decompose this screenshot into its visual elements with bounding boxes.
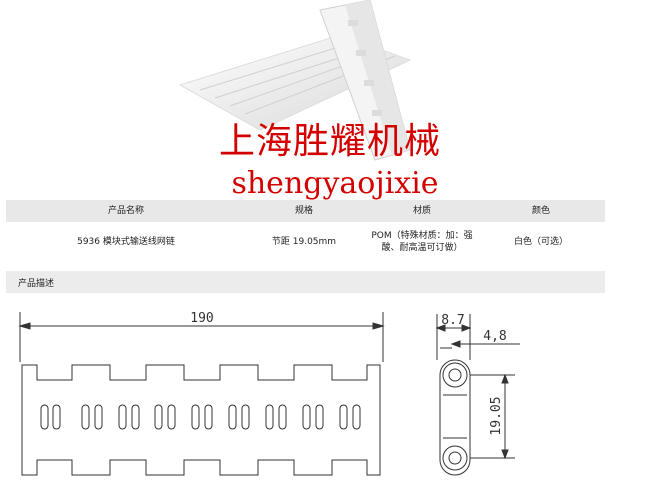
description-label: 产品描述 — [18, 279, 55, 289]
header-color: 颜色 — [531, 206, 550, 216]
watermark-chinese: 上海胜耀机械 — [218, 121, 441, 162]
product-photo — [178, 0, 412, 161]
cell-product-name: 5936 模块式输送线网链 — [77, 237, 175, 247]
header-material: 材质 — [412, 206, 431, 216]
header-spec: 规格 — [294, 206, 313, 216]
cell-material-line1: POM（特殊材质：加：强 — [371, 231, 473, 241]
technical-drawing: 190 8.7 4,8 19.05 — [18, 311, 520, 476]
description-bar — [6, 271, 605, 293]
offset-dim-text: 4,8 — [483, 329, 506, 344]
side-view: 8.7 4,8 19.05 — [435, 313, 520, 476]
module-slots — [40, 404, 361, 430]
table-row: 5936 模块式输送线网链 节距 19.05mm POM（特殊材质：加：强 酸、… — [6, 222, 605, 262]
table-header: 产品名称 规格 材质 颜色 — [6, 200, 605, 222]
cell-spec: 节距 19.05mm — [271, 237, 337, 247]
pitch-dim-text: 19.05 — [489, 396, 504, 435]
module-outline — [21, 364, 381, 476]
width-dim-text: 190 — [190, 311, 213, 326]
cell-color: 白色（可选） — [513, 237, 568, 247]
watermark-english: shengyaojixie — [231, 166, 439, 201]
thickness-dim-text: 8.7 — [441, 313, 464, 328]
header-product-name: 产品名称 — [107, 206, 144, 216]
cell-material-line2: 酸、耐高温可订做） — [381, 243, 463, 253]
width-dimension: 190 — [18, 311, 385, 362]
product-table: 产品名称 规格 材质 颜色 5936 模块式输送线网链 节距 19.05mm P… — [6, 200, 605, 262]
